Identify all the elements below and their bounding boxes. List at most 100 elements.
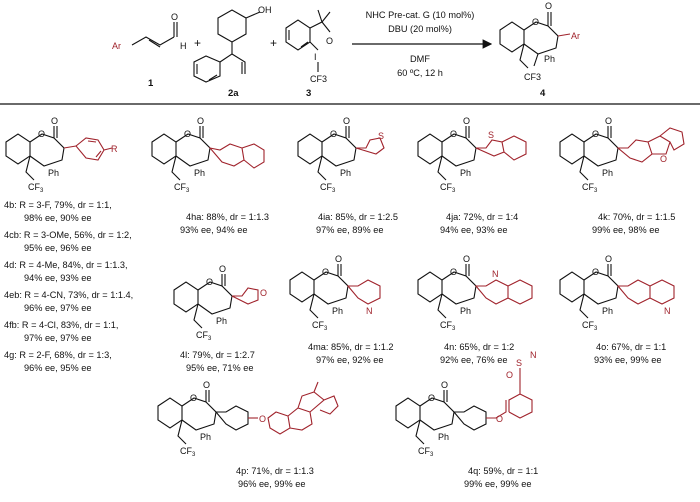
nitrogen-label: N bbox=[664, 306, 671, 316]
svg-text:4ma: 85%, dr = 1:1.2: 4ma: 85%, dr = 1:1.2 bbox=[308, 342, 394, 352]
aryl-label: Ar bbox=[112, 41, 121, 51]
svg-text:99% ee, 98% ee: 99% ee, 98% ee bbox=[592, 225, 659, 235]
svg-text:4q: 59%, dr = 1:1: 4q: 59%, dr = 1:1 bbox=[468, 466, 538, 476]
plus-sign-2: + bbox=[270, 36, 277, 50]
sulfonamide-nitrogen-label: N bbox=[530, 350, 537, 360]
oxygen-label: O bbox=[171, 12, 178, 22]
svg-text:96% ee, 99% ee: 96% ee, 99% ee bbox=[238, 479, 305, 489]
structure-4n: N bbox=[417, 253, 533, 333]
structure-4p: O bbox=[157, 379, 339, 459]
svg-text:4o: 67%, dr = 1:1: 4o: 67%, dr = 1:1 bbox=[596, 342, 666, 352]
reactant-1: Ar O H 1 bbox=[112, 12, 187, 89]
svg-text:4ia: 85%, dr = 1:2.5: 4ia: 85%, dr = 1:2.5 bbox=[318, 212, 398, 222]
compound-label-1: 1 bbox=[148, 78, 154, 89]
sulfur-label: S bbox=[378, 131, 384, 141]
svg-text:4p: 71%, dr = 1:1.3: 4p: 71%, dr = 1:1.3 bbox=[236, 466, 314, 476]
caption-4i: 4ia: 85%, dr = 1:2.5 97% ee, 89% ee bbox=[316, 212, 398, 235]
svg-text:4cb: R = 3-OMe, 56%, dr = 1:2,: 4cb: R = 3-OMe, 56%, dr = 1:2, bbox=[4, 230, 132, 240]
svg-text:94% ee, 93% ee: 94% ee, 93% ee bbox=[24, 273, 91, 283]
structure-4k: O bbox=[559, 115, 685, 195]
svg-text:96% ee, 95% ee: 96% ee, 95% ee bbox=[24, 363, 91, 373]
aryl-label: Ar bbox=[571, 31, 580, 41]
oxygen-label: O bbox=[259, 414, 266, 424]
iodine-label: I bbox=[314, 52, 317, 62]
svg-text:94% ee, 93% ee: 94% ee, 93% ee bbox=[440, 225, 507, 235]
svg-text:4eb: R = 4-CN, 73%, dr = 1:1.4: 4eb: R = 4-CN, 73%, dr = 1:1.4, bbox=[4, 290, 133, 300]
structure-4b-series: R bbox=[5, 115, 118, 195]
svg-text:97% ee, 89% ee: 97% ee, 89% ee bbox=[316, 225, 383, 235]
cf3-label: CF3 bbox=[524, 72, 541, 82]
svg-text:97% ee, 97% ee: 97% ee, 97% ee bbox=[24, 333, 91, 343]
svg-text:4k: 70%, dr = 1:1.5: 4k: 70%, dr = 1:1.5 bbox=[598, 212, 675, 222]
r-group-label: R bbox=[111, 144, 118, 154]
caption-4p: 4p: 71%, dr = 1:1.3 96% ee, 99% ee bbox=[236, 466, 314, 489]
svg-text:96% ee, 97% ee: 96% ee, 97% ee bbox=[24, 303, 91, 313]
svg-text:4fb: R = 4-Cl, 83%, dr = 1:1,: 4fb: R = 4-Cl, 83%, dr = 1:1, bbox=[4, 320, 118, 330]
ester-oxygen-label: O bbox=[496, 414, 503, 424]
caption-4b: 4b: R = 3-F, 79%, dr = 1:1, 98% ee, 90% … bbox=[4, 200, 112, 223]
oxygen-label: O bbox=[260, 288, 267, 298]
compound-label-2a: 2a bbox=[228, 88, 239, 99]
plus-sign-1: + bbox=[194, 36, 201, 50]
compound-label-4: 4 bbox=[540, 88, 546, 99]
svg-text:93% ee, 94% ee: 93% ee, 94% ee bbox=[180, 225, 247, 235]
caption-4e: 4eb: R = 4-CN, 73%, dr = 1:1.4, 96% ee, … bbox=[4, 290, 133, 313]
caption-4c: 4cb: R = 3-OMe, 56%, dr = 1:2, 95% ee, 9… bbox=[4, 230, 132, 253]
nitrogen-label: N bbox=[366, 306, 373, 316]
condition-solvent: DMF bbox=[410, 54, 430, 64]
caption-4j: 4ja: 72%, dr = 1:4 94% ee, 93% ee bbox=[440, 212, 518, 235]
oxygen-label: O bbox=[326, 36, 333, 46]
cf3-label: CF3 bbox=[310, 74, 327, 84]
svg-text:99% ee, 99% ee: 99% ee, 99% ee bbox=[464, 479, 531, 489]
structure-4o: N bbox=[559, 253, 675, 333]
caption-4o: 4o: 67%, dr = 1:1 93% ee, 99% ee bbox=[594, 342, 666, 365]
caption-4g: 4g: R = 2-F, 68%, dr = 1:3, 96% ee, 95% … bbox=[4, 350, 112, 373]
svg-text:4n: 65%, dr = 1:2: 4n: 65%, dr = 1:2 bbox=[444, 342, 514, 352]
svg-text:97% ee, 92% ee: 97% ee, 92% ee bbox=[316, 355, 383, 365]
svg-text:4ha: 88%, dr = 1:1.3: 4ha: 88%, dr = 1:1.3 bbox=[186, 212, 269, 222]
structure-4m: N bbox=[289, 253, 381, 333]
sulfonyl-oxygen-label: O bbox=[506, 370, 513, 380]
caption-4d: 4d: R = 4-Me, 84%, dr = 1:1.3, 94% ee, 9… bbox=[4, 260, 128, 283]
caption-4h: 4ha: 88%, dr = 1:1.3 93% ee, 94% ee bbox=[180, 212, 269, 235]
svg-text:4g: R = 2-F, 68%, dr = 1:3,: 4g: R = 2-F, 68%, dr = 1:3, bbox=[4, 350, 112, 360]
hydroxyl-label: OH bbox=[258, 5, 272, 15]
caption-4q: 4q: 59%, dr = 1:1 99% ee, 99% ee bbox=[464, 466, 538, 489]
structure-4q: O S O N bbox=[395, 350, 537, 459]
condition-base: DBU (20 mol%) bbox=[388, 24, 452, 34]
phenyl-label: Ph bbox=[544, 54, 555, 64]
svg-text:4b: R = 3-F, 79%, dr = 1:1,: 4b: R = 3-F, 79%, dr = 1:1, bbox=[4, 200, 112, 210]
svg-text:4ja: 72%, dr = 1:4: 4ja: 72%, dr = 1:4 bbox=[446, 212, 518, 222]
svg-text:95% ee, 96% ee: 95% ee, 96% ee bbox=[24, 243, 91, 253]
caption-4f: 4fb: R = 4-Cl, 83%, dr = 1:1, 97% ee, 97… bbox=[4, 320, 118, 343]
caption-4k: 4k: 70%, dr = 1:1.5 99% ee, 98% ee bbox=[592, 212, 675, 235]
svg-text:92% ee, 76% ee: 92% ee, 76% ee bbox=[440, 355, 507, 365]
compound-label-3: 3 bbox=[306, 88, 311, 99]
svg-text:4l: 79%, dr = 1:2.7: 4l: 79%, dr = 1:2.7 bbox=[180, 350, 255, 360]
structure-4l: O bbox=[173, 263, 267, 343]
sulfonyl-sulfur-label: S bbox=[516, 358, 522, 368]
hydrogen-label: H bbox=[180, 41, 187, 51]
carbonyl-oxygen: O bbox=[545, 1, 552, 11]
ring-oxygen: O bbox=[532, 17, 539, 27]
reactant-2a: OH 2a bbox=[193, 5, 272, 99]
svg-text:93% ee, 99% ee: 93% ee, 99% ee bbox=[594, 355, 661, 365]
caption-4n: 4n: 65%, dr = 1:2 92% ee, 76% ee bbox=[440, 342, 514, 365]
nitrogen-label: N bbox=[492, 269, 499, 279]
reaction-arrow: NHC Pre-cat. G (10 mol%) DBU (20 mol%) D… bbox=[352, 10, 493, 78]
sulfur-label: S bbox=[488, 130, 494, 140]
structure-4i: S bbox=[297, 115, 385, 195]
reactant-3: O I CF3 3 bbox=[285, 9, 333, 99]
svg-text:95% ee, 71% ee: 95% ee, 71% ee bbox=[186, 363, 253, 373]
condition-temperature: 60 ºC, 12 h bbox=[397, 68, 443, 78]
caption-4l: 4l: 79%, dr = 1:2.7 95% ee, 71% ee bbox=[180, 350, 255, 373]
condition-catalyst: NHC Pre-cat. G (10 mol%) bbox=[366, 10, 475, 20]
structure-4h bbox=[151, 115, 265, 195]
product-4: O O Ar Ph CF3 4 bbox=[499, 1, 580, 99]
oxygen-label: O bbox=[660, 154, 667, 164]
structure-4j: S bbox=[417, 115, 527, 195]
svg-text:98% ee, 90% ee: 98% ee, 90% ee bbox=[24, 213, 91, 223]
caption-4m: 4ma: 85%, dr = 1:1.2 97% ee, 92% ee bbox=[308, 342, 394, 365]
svg-text:4d: R = 4-Me, 84%, dr = 1:1.3,: 4d: R = 4-Me, 84%, dr = 1:1.3, bbox=[4, 260, 128, 270]
